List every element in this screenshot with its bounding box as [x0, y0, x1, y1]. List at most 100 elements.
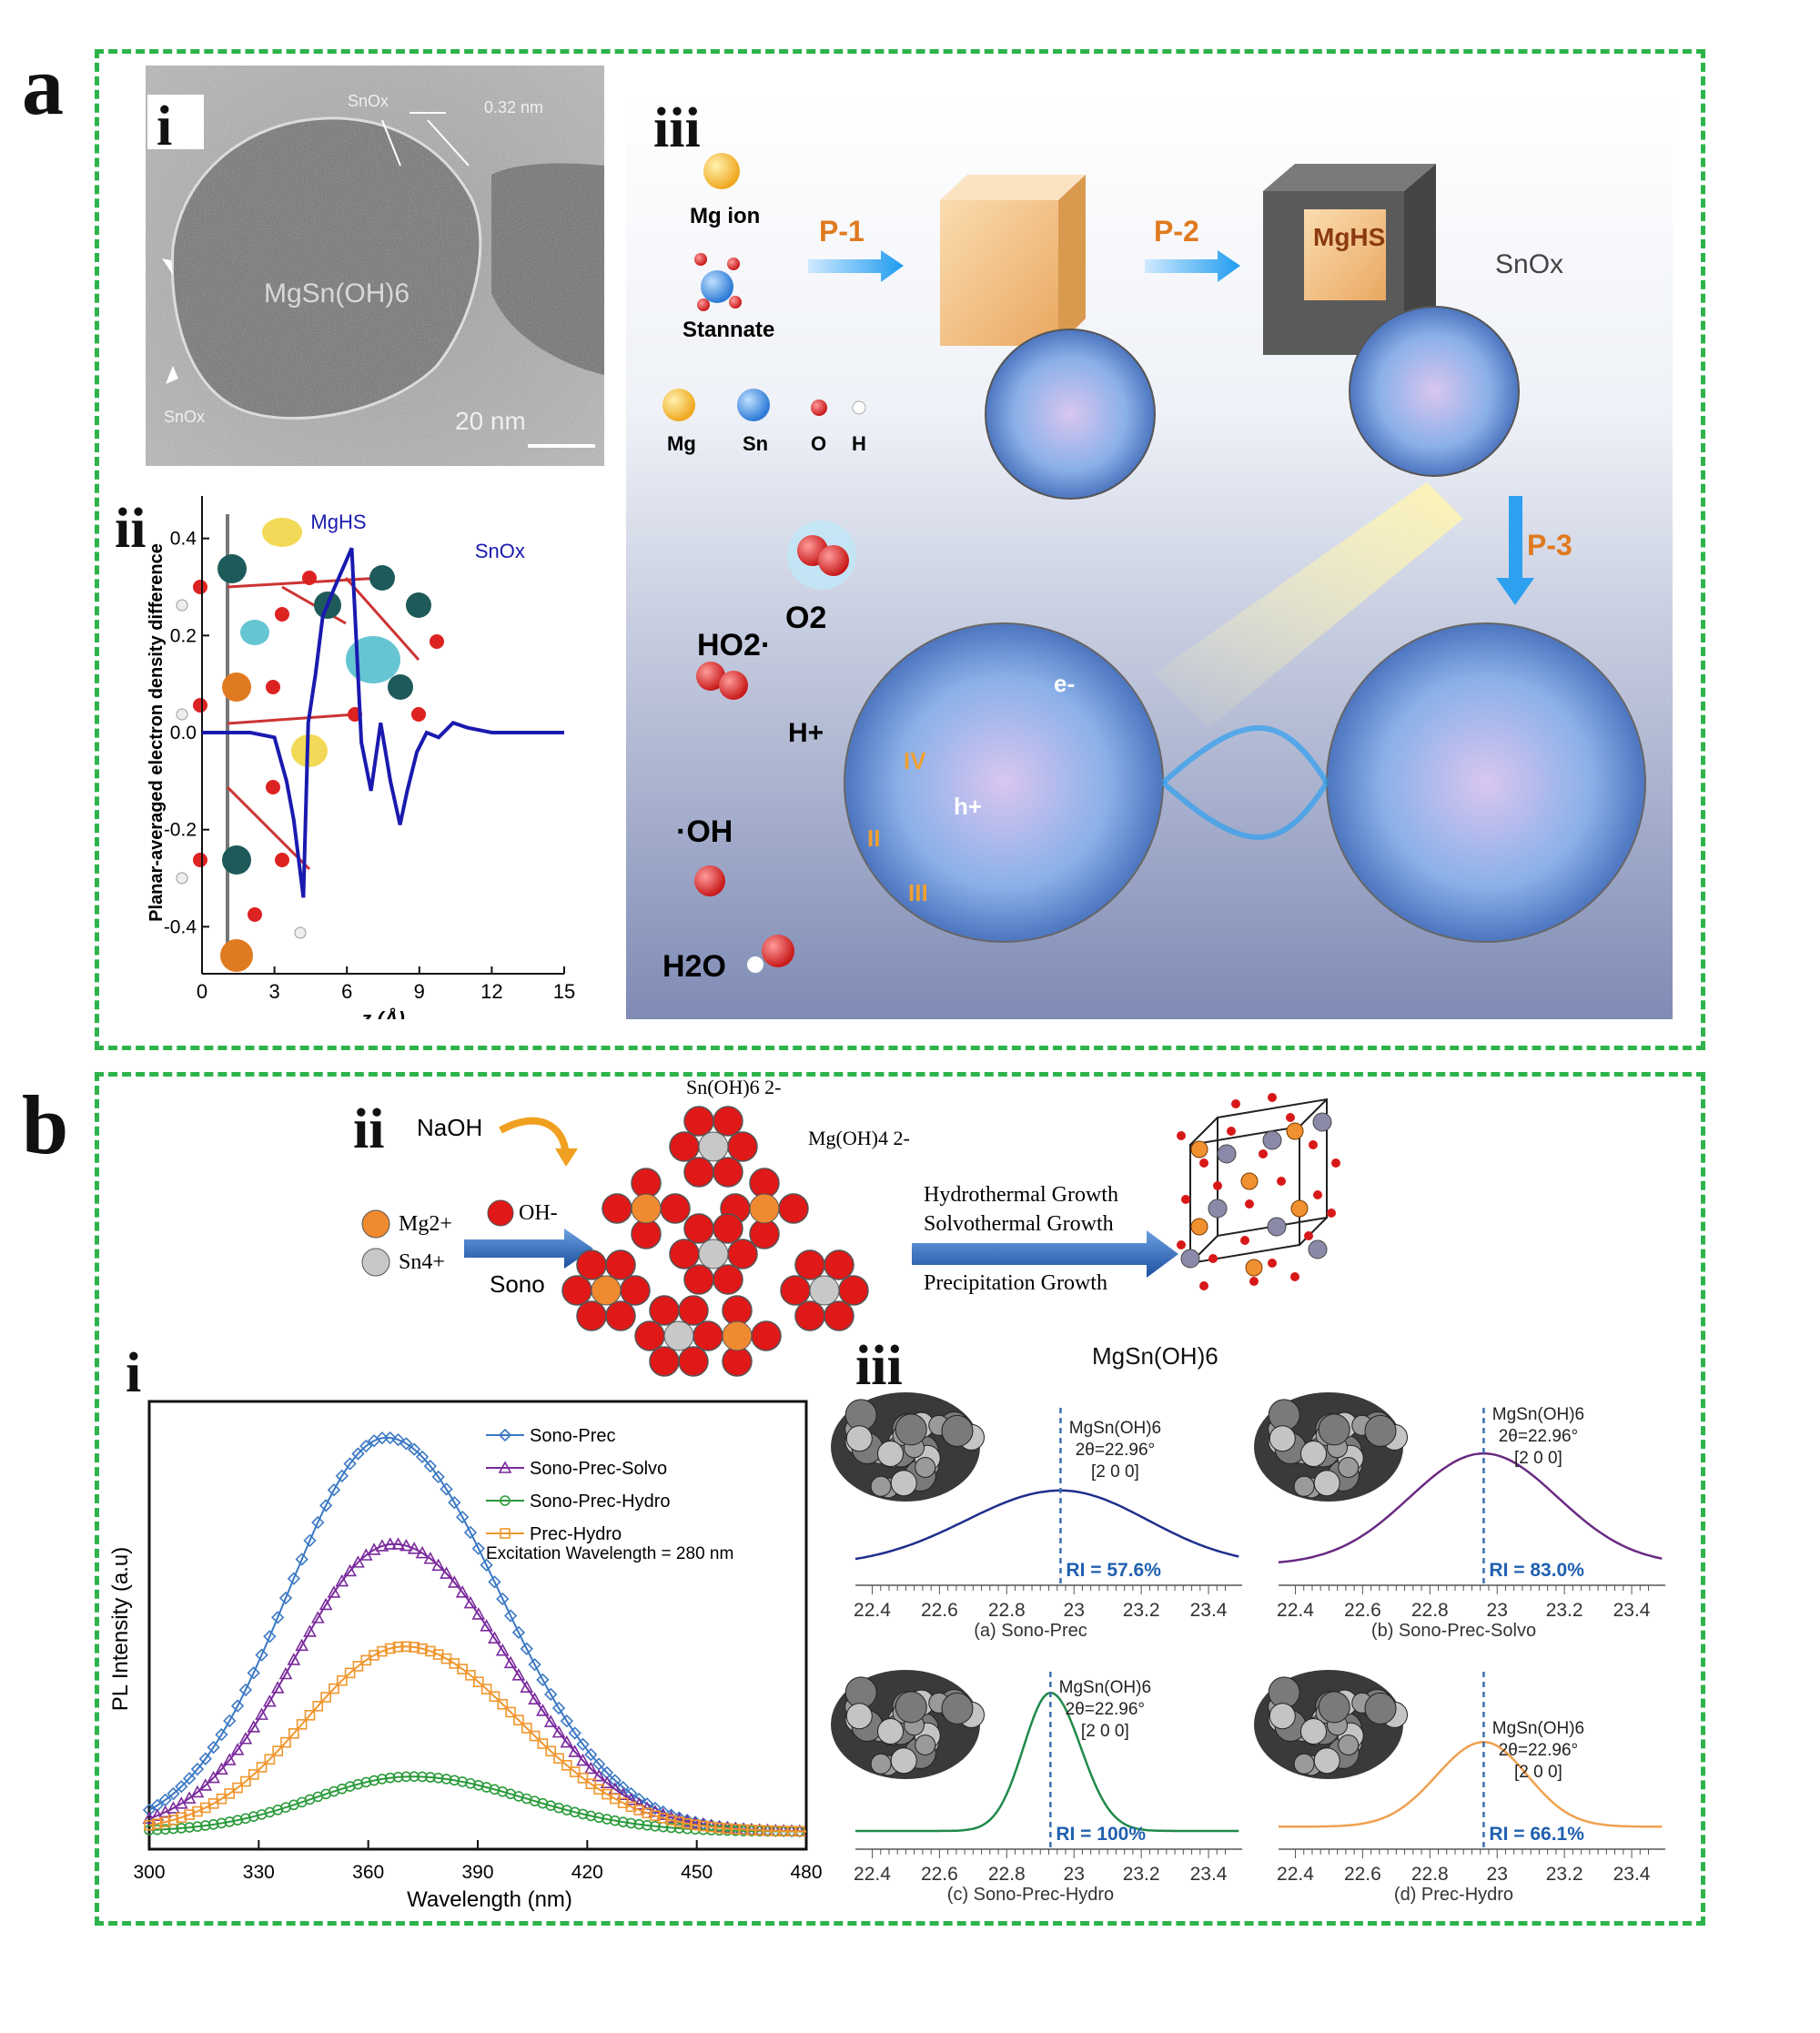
- density-y-tick-label: 0.2: [170, 625, 197, 646]
- xrd-x-tick-label: 23.2: [1546, 1864, 1583, 1885]
- xrd-caption: (d) Prec-Hydro: [1394, 1885, 1513, 1905]
- species-o2: O2: [785, 601, 826, 635]
- density-x-tick-label: 12: [480, 980, 502, 1003]
- species-hplus: H+: [788, 718, 824, 748]
- pl-legend-label: Sono-Prec-Solvo: [530, 1459, 667, 1479]
- density-xlabel: z (Å): [360, 1007, 405, 1019]
- tem-label-lattice: 0.32 nm: [484, 98, 543, 116]
- xrd-sem-inset: [831, 1670, 985, 1779]
- growth-hydrothermal: Hydrothermal Growth: [924, 1183, 1118, 1207]
- legend-mg: Mg: [667, 432, 696, 455]
- step-ii: II: [867, 824, 880, 852]
- xrd-x-tick-label: 22.4: [1277, 1864, 1314, 1885]
- species-oh: ·OH: [676, 814, 733, 849]
- pl-legend-label: Sono-Prec: [530, 1426, 616, 1446]
- xrd-panel: 22.422.622.82323.223.4(a) Sono-PrecRI = …: [824, 1392, 1251, 1656]
- xrd-x-tick-label: 22.6: [1344, 1864, 1381, 1885]
- step-iii: III: [908, 879, 928, 906]
- xrd-two-theta-label: 2θ=22.96°: [1499, 1427, 1578, 1446]
- xrd-ri-label: RI = 66.1%: [1489, 1824, 1584, 1845]
- snox-label: SnOx: [1495, 249, 1563, 279]
- growth-solvothermal: Solvothermal Growth: [924, 1212, 1114, 1236]
- xrd-x-tick-label: 23.4: [1190, 1864, 1228, 1885]
- xrd-x-tick-label: 22.4: [854, 1864, 891, 1885]
- crystal-structure: [1163, 1090, 1345, 1300]
- xrd-x-tick-label: 23.2: [1123, 1864, 1160, 1885]
- xrd-x-tick-label: 23.4: [1613, 1600, 1651, 1621]
- pl-ylabel: PL Intensity (a.u): [108, 1547, 133, 1712]
- subpanel-label-a-iii: iii: [653, 100, 701, 157]
- sn-complex-label: Sn(OH)6 2-: [686, 1076, 782, 1098]
- density-structure-illustration: [177, 514, 444, 972]
- pl-x-tick-label: 480: [790, 1862, 822, 1883]
- xrd-panel: 22.422.622.82323.223.4(c) Sono-Prec-Hydr…: [824, 1656, 1251, 1920]
- xrd-plane-label: [2 0 0]: [1514, 1449, 1562, 1468]
- xrd-phase-label: MgSn(OH)6: [1069, 1419, 1161, 1438]
- density-y-tick-label: -0.2: [164, 820, 197, 841]
- pl-x-tick-label: 330: [243, 1862, 275, 1883]
- pl-annotation: Excitation Wavelength = 280 nm: [486, 1544, 733, 1563]
- legend-h: H: [852, 432, 866, 455]
- growth-precipitation: Precipitation Growth: [924, 1271, 1107, 1295]
- pl-x-tick-label: 390: [461, 1862, 493, 1883]
- xrd-ri-label: RI = 100%: [1056, 1824, 1146, 1845]
- xrd-two-theta-label: 2θ=22.96°: [1499, 1741, 1578, 1760]
- pl-xlabel: Wavelength (nm): [407, 1887, 572, 1911]
- xrd-x-tick-label: 22.6: [1344, 1600, 1381, 1621]
- xrd-x-tick-label: 22.6: [921, 1864, 958, 1885]
- density-x-tick-label: 6: [341, 980, 352, 1003]
- tem-label-snox-top: SnOx: [348, 92, 389, 110]
- xrd-x-tick-label: 22.4: [1277, 1600, 1314, 1621]
- panel-letter-b: b: [22, 1083, 68, 1167]
- step-label-p1: P-1: [819, 215, 864, 248]
- xrd-plane-label: [2 0 0]: [1514, 1763, 1562, 1782]
- pl-x-tick-label: 420: [571, 1862, 603, 1883]
- pl-legend-label: Prec-Hydro: [530, 1524, 622, 1544]
- xrd-x-tick-label: 23: [1487, 1864, 1508, 1885]
- density-x-tick-label: 9: [414, 980, 425, 1003]
- pl-x-tick-label: 360: [352, 1862, 384, 1883]
- xrd-x-tick-label: 23: [1064, 1600, 1085, 1621]
- xrd-phase-label: MgSn(OH)6: [1492, 1405, 1584, 1424]
- sn-ion-label: Sn4+: [399, 1250, 445, 1274]
- density-annotation-mghs: MgHS: [310, 511, 366, 533]
- tem-image: SnOx 0.32 nm MgSn(OH)6 SnOx 20 nm: [146, 66, 604, 466]
- step-iv: IV: [904, 747, 926, 774]
- xrd-x-tick-label: 22.8: [988, 1600, 1026, 1621]
- density-y-tick-label: 0.4: [170, 529, 197, 550]
- xrd-x-tick-label: 23: [1487, 1600, 1508, 1621]
- xrd-panel: 22.422.622.82323.223.4(b) Sono-Prec-Solv…: [1247, 1392, 1674, 1656]
- oh-ion-label: OH-: [519, 1201, 558, 1225]
- subpanel-label-a-ii: ii: [115, 501, 146, 557]
- product-label: MgSn(OH)6: [1092, 1342, 1218, 1371]
- naoh-label: NaOH: [417, 1114, 482, 1141]
- mechanism-schematic: Mg ion Stannate Mg Sn O H P-1 P-2 MgHS S…: [626, 91, 1673, 1019]
- density-y-tick-label: 0.0: [170, 723, 197, 743]
- tem-scale-bar-label: 20 nm: [455, 407, 526, 435]
- density-annotation-snox: SnOx: [475, 540, 525, 562]
- xrd-phase-label: MgSn(OH)6: [1492, 1719, 1584, 1738]
- pl-x-tick-label: 450: [681, 1862, 713, 1883]
- density-series-line: [202, 548, 564, 897]
- xrd-x-tick-label: 23.4: [1613, 1864, 1651, 1885]
- density-y-tick-label: -0.4: [164, 916, 197, 937]
- pl-chart: 300 330 360 390 420 450 480 Sono-PrecSono-Prec…: [100, 1383, 828, 1911]
- xrd-sem-inset: [1254, 1392, 1408, 1502]
- xrd-x-tick-label: 22.8: [1411, 1600, 1449, 1621]
- legend-stannate: Stannate: [682, 318, 774, 342]
- density-ylabel: Planar-averaged electron density differe…: [147, 543, 167, 922]
- xrd-x-tick-label: 23.2: [1123, 1600, 1160, 1621]
- pl-x-tick-label: 300: [133, 1862, 165, 1883]
- xrd-two-theta-label: 2θ=22.96°: [1076, 1441, 1155, 1460]
- hole-label: h+: [954, 793, 982, 820]
- density-x-tick-label: 0: [197, 980, 207, 1003]
- species-ho2: HO2·: [697, 628, 771, 662]
- xrd-sem-inset: [831, 1392, 985, 1502]
- xrd-x-tick-label: 22.6: [921, 1600, 958, 1621]
- xrd-plane-label: [2 0 0]: [1091, 1462, 1139, 1482]
- mg-ion-label: Mg2+: [399, 1212, 452, 1236]
- density-x-tick-label: 3: [268, 980, 279, 1003]
- xrd-x-tick-label: 22.8: [1411, 1864, 1449, 1885]
- xrd-caption: (a) Sono-Prec: [974, 1621, 1087, 1641]
